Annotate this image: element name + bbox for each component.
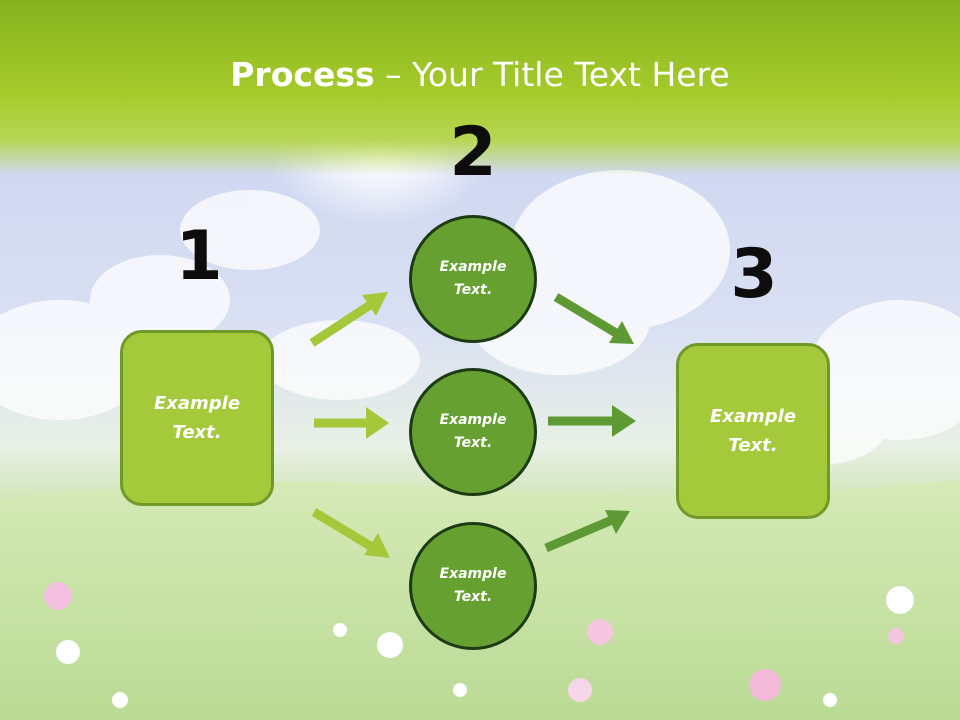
step-number-3: 3 [730, 235, 778, 314]
arrow-middle-to-3 [548, 405, 636, 437]
step-number-1: 1 [175, 217, 223, 296]
arrow-1-to-bottom [311, 508, 390, 558]
step-number-2: 2 [449, 113, 497, 192]
arrow-1-to-top [309, 292, 388, 347]
flowers [44, 582, 914, 708]
circle-middle-text: Example Text. [439, 412, 507, 451]
step-1-text: Example Text. [153, 393, 241, 443]
step-3-text: Example Text. [709, 406, 797, 456]
header-band [0, 0, 960, 175]
title-bold: Process [230, 55, 375, 94]
circle-middle[interactable]: Example Text. [409, 368, 537, 496]
arrow-1-to-middle [314, 407, 389, 439]
arrow-bottom-to-3 [544, 510, 630, 553]
circle-bottom-text: Example Text. [439, 566, 507, 605]
title-rest: – Your Title Text Here [374, 55, 730, 94]
arrow-top-to-3 [553, 293, 634, 344]
step-1-box[interactable]: Example Text. [120, 330, 274, 506]
slide-title: Process – Your Title Text Here [0, 52, 960, 98]
circle-top[interactable]: Example Text. [409, 215, 537, 343]
step-3-box[interactable]: Example Text. [676, 343, 830, 519]
circle-top-text: Example Text. [439, 259, 507, 298]
circle-bottom[interactable]: Example Text. [409, 522, 537, 650]
